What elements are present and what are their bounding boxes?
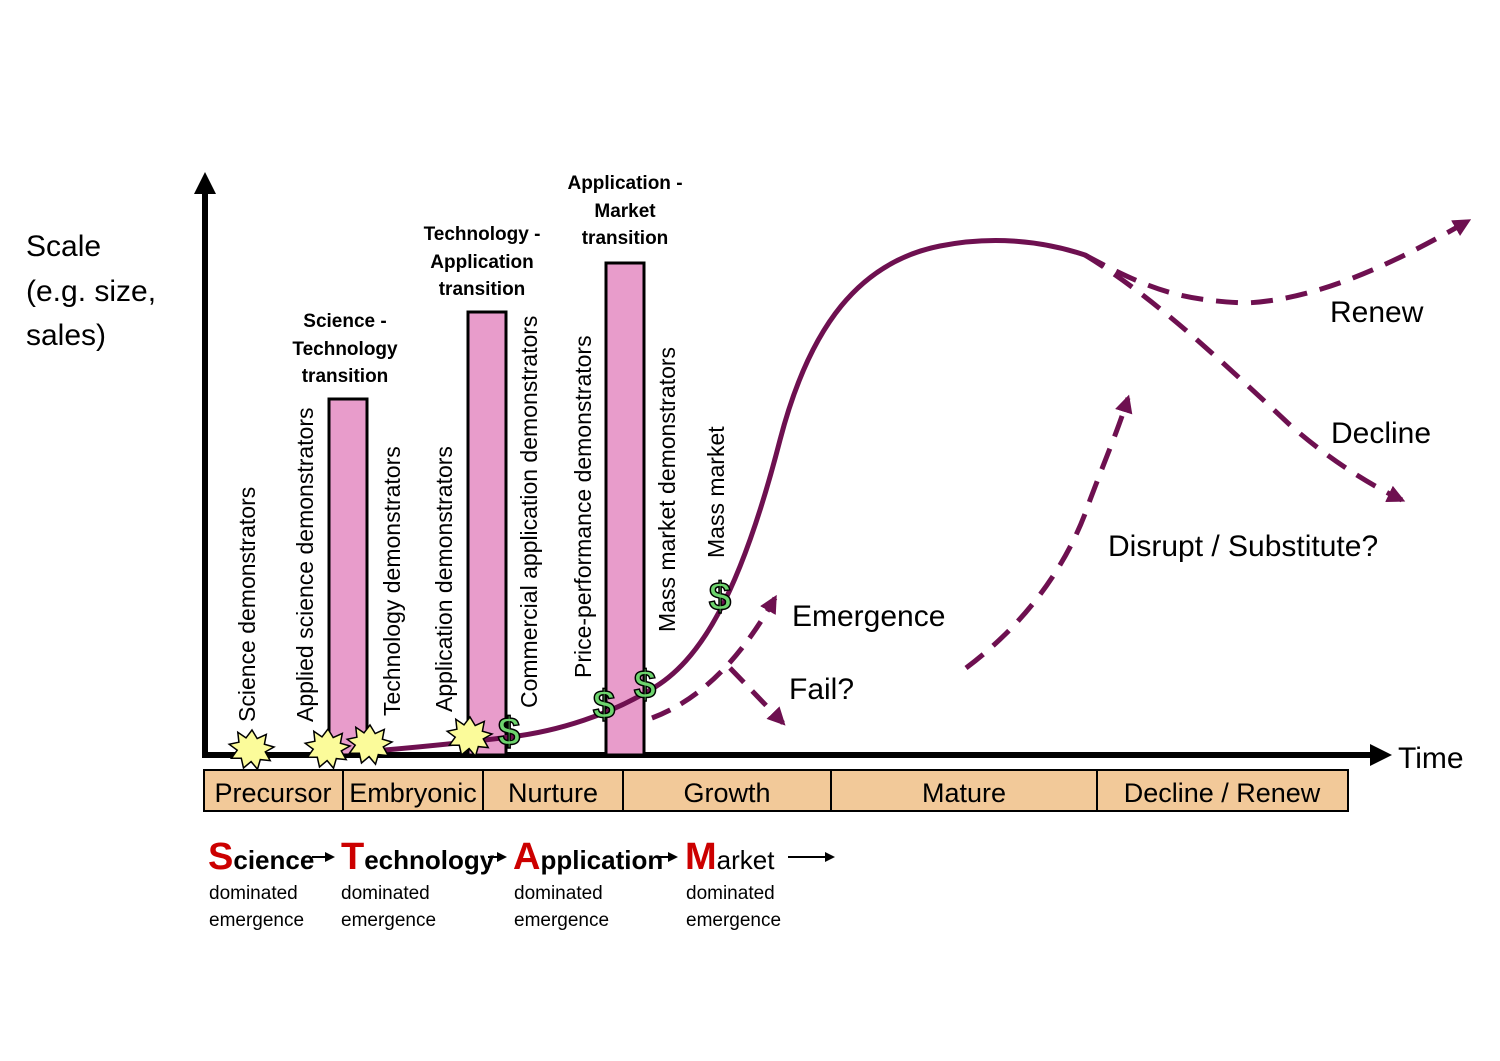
starburst-icon <box>445 715 494 758</box>
stam-letter: S <box>208 836 233 878</box>
stam-letter: M <box>685 836 717 878</box>
transition-label-line: Application <box>430 252 533 273</box>
stam-subtext: dominated <box>514 883 603 904</box>
stam-market: Market dominated emergence <box>685 836 781 931</box>
starburst-icon <box>303 727 352 770</box>
x-axis-label: Time <box>1398 742 1464 775</box>
phase-label-embryonic: Embryonic <box>349 778 477 808</box>
phase-box-decline-renew <box>1096 769 1349 812</box>
transition-label-technology-application: Technology - Application transition <box>424 224 541 300</box>
stage-label-application-demonstrators: Application demonstrators <box>431 446 457 712</box>
stam-subtext: dominated <box>209 883 298 904</box>
phase-label-precursor: Precursor <box>214 778 331 808</box>
stam-subtext: dominated <box>686 883 775 904</box>
stam-letter: A <box>513 836 540 878</box>
stam-subtext: emergence <box>341 910 436 931</box>
decline-dashed-arrow <box>1083 252 1406 503</box>
stage-label-science-demonstrators: Science demonstrators <box>234 487 260 722</box>
axes <box>194 172 1392 766</box>
stam-rest: cience <box>233 845 314 875</box>
emergence-dashed-arrow <box>651 594 778 721</box>
dollar-icon: $ <box>593 683 615 727</box>
stam-technology: Technology dominated emergence <box>341 836 495 931</box>
renew-label: Renew <box>1330 296 1424 329</box>
stam-subtext: dominated <box>341 883 430 904</box>
transition-label-line: Application - <box>567 173 682 194</box>
fail-label: Fail? <box>789 673 854 706</box>
s-curve <box>382 238 1088 753</box>
transition-label-line: Market <box>594 201 656 222</box>
disrupt-dashed-arrow <box>964 394 1133 670</box>
bar-science-technology <box>327 397 369 757</box>
transition-label-science-technology: Science - Technology transition <box>292 311 398 387</box>
stam-subtext: emergence <box>514 910 609 931</box>
transition-label-line: Technology <box>292 339 398 360</box>
y-axis-arrowhead <box>194 172 216 194</box>
stam-subtext: emergence <box>686 910 781 931</box>
stage-label-price-performance-demonstrators: Price-performance demonstrators <box>570 335 596 678</box>
dollar-icon: $ <box>634 663 656 707</box>
dollar-icon: $ <box>498 710 520 754</box>
stam-heading: Application <box>513 836 663 878</box>
stage-label-mass-market: Mass market <box>703 426 729 558</box>
decline-label: Decline <box>1331 417 1431 450</box>
stam-application: Application dominated emergence <box>513 836 663 931</box>
stam-subtext: emergence <box>209 910 304 931</box>
starburst-icon <box>345 723 394 766</box>
renew-dashed-arrow <box>1083 218 1472 306</box>
transition-label-line: transition <box>582 228 669 249</box>
stam-legend: Science dominated emergence Technology d… <box>208 836 835 931</box>
bar-technology-application <box>466 310 508 757</box>
transition-label-line: Science - <box>303 311 386 332</box>
stam-rest: arket <box>717 845 776 875</box>
dollar-icon: $ <box>709 575 731 619</box>
stam-heading: Market <box>685 836 775 878</box>
emergence-label: Emergence <box>792 600 945 633</box>
transition-label-line: transition <box>302 366 389 387</box>
y-axis-label-line-3: sales) <box>26 319 106 352</box>
stam-science: Science dominated emergence <box>208 836 314 931</box>
fail-dashed-arrow <box>728 666 786 726</box>
transition-label-application-market: Application - Market transition <box>567 173 682 249</box>
stam-rest: echnology <box>364 845 495 875</box>
phase-label-mature: Mature <box>922 778 1006 808</box>
bar-application-market <box>604 261 646 757</box>
stam-heading: Science <box>208 836 314 878</box>
starburst-icon <box>227 728 276 771</box>
phase-label-growth: Growth <box>683 778 770 808</box>
stage-label-technology-demonstrators: Technology demonstrators <box>379 446 405 716</box>
stam-letter: T <box>341 836 364 878</box>
phase-box-nurture <box>482 769 624 812</box>
transition-label-line: transition <box>439 279 526 300</box>
phase-box-precursor <box>203 769 344 812</box>
disrupt-substitute-label: Disrupt / Substitute? <box>1108 530 1378 563</box>
stage-label-mass-market-demonstrators: Mass market demonstrators <box>654 347 680 632</box>
stage-label-commercial-application-demonstrators: Commercial application demonstrators <box>516 316 542 708</box>
stam-heading: Technology <box>341 836 495 878</box>
y-axis-label-line-2: (e.g. size, <box>26 275 156 308</box>
phase-label-decline-renew: Decline / Renew <box>1124 778 1321 808</box>
y-axis-label-line-1: Scale <box>26 230 101 263</box>
x-axis-arrowhead <box>1370 744 1392 766</box>
stam-rest: pplication <box>540 845 663 875</box>
transition-label-line: Technology - <box>424 224 541 245</box>
phase-bar: Precursor Embryonic Nurture Growth Matur… <box>203 769 1349 812</box>
stage-label-applied-science-demonstrators: Applied science demonstrators <box>292 408 318 723</box>
phase-label-nurture: Nurture <box>508 778 598 808</box>
